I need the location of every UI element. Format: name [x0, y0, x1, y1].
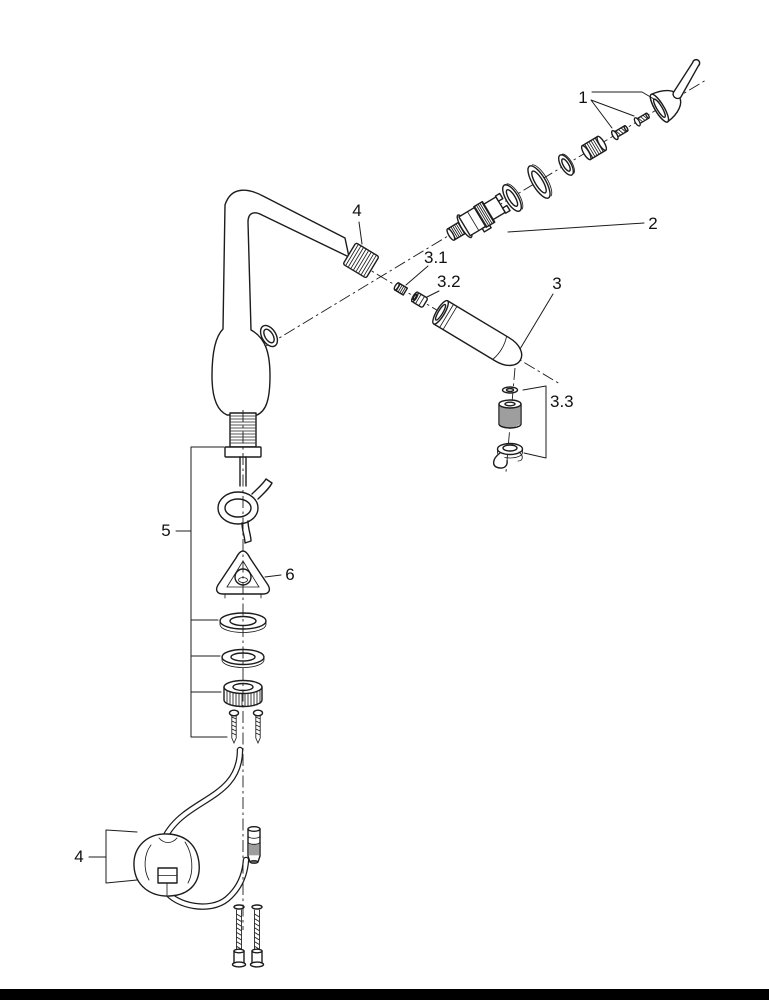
callout-leaders	[88, 91, 660, 884]
grub-screw	[393, 282, 409, 296]
callout-1: 1	[578, 88, 587, 107]
handle-socket	[259, 324, 279, 348]
faucet-body	[211, 189, 379, 416]
hose-connector	[247, 826, 261, 865]
handle-assembly	[649, 58, 701, 123]
callout-4-top: 4	[352, 201, 361, 220]
callout-3-1: 3.1	[424, 248, 448, 267]
spray-head	[432, 299, 523, 367]
callout-4-bottom: 4	[74, 847, 83, 866]
threaded-spout-end	[343, 242, 379, 279]
hose-weight	[133, 833, 200, 897]
cartridge	[446, 192, 511, 241]
callout-3-3: 3.3	[550, 392, 574, 411]
flow-restrictor	[410, 291, 428, 308]
handle-lever	[672, 58, 701, 100]
handle-screw-2	[633, 112, 650, 127]
hose-loop	[217, 456, 273, 544]
mounting-bolts	[231, 904, 265, 968]
dome-washer	[502, 183, 524, 212]
check-valve-assembly	[492, 386, 524, 469]
handle-screw-1	[610, 125, 629, 141]
trim-ring-large	[527, 164, 553, 199]
callout-6: 6	[285, 565, 294, 584]
o-ring	[557, 153, 575, 176]
dome-cap	[649, 89, 682, 123]
knurled-sleeve	[580, 135, 608, 161]
callout-3-2: 3.2	[437, 272, 461, 291]
callout-5: 5	[161, 521, 170, 540]
footer-bar	[0, 989, 769, 1000]
fixing-screws	[228, 709, 264, 745]
spout-outline	[211, 189, 350, 416]
callout-2: 2	[648, 214, 657, 233]
callout-3: 3	[552, 274, 561, 293]
